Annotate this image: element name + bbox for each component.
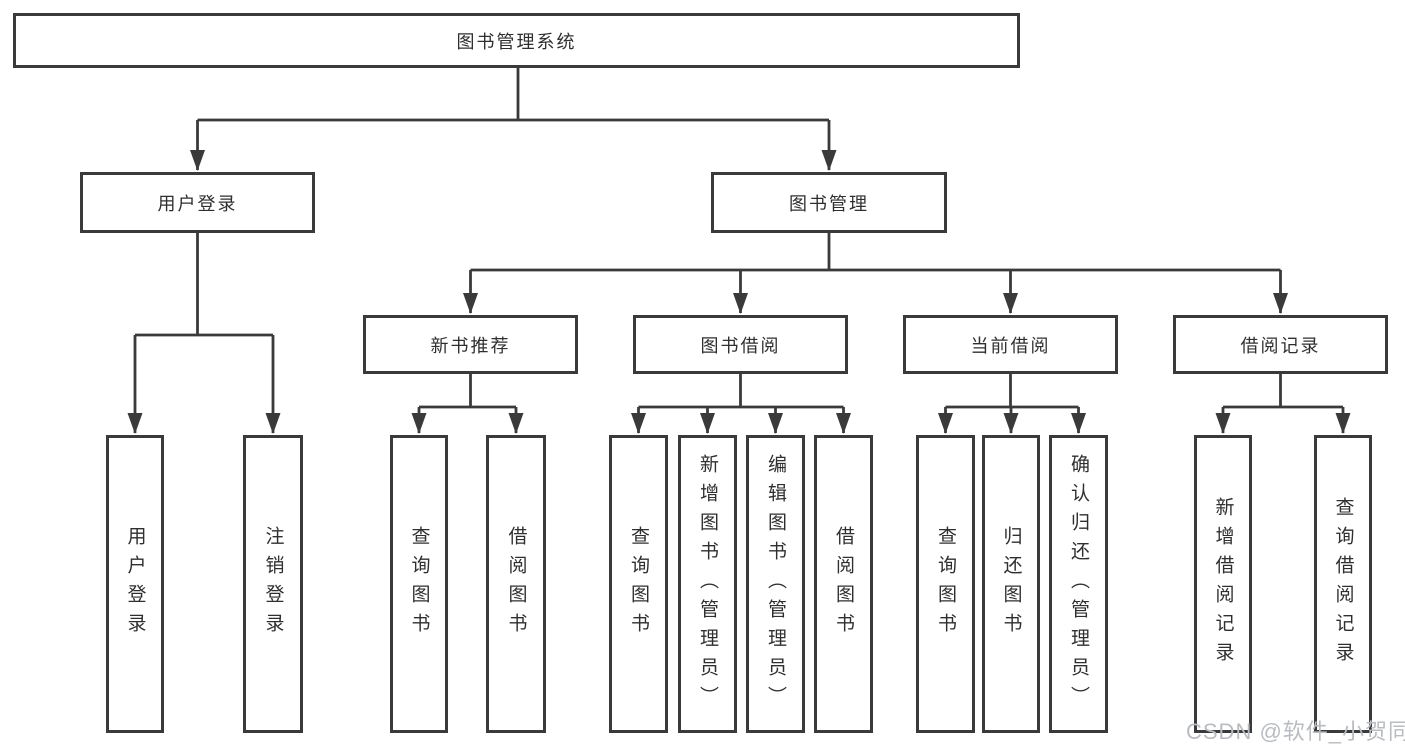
leaf-newbook-query-books-label: 查询图书 [408,526,430,642]
csdn-watermark: CSDN @软件_小贺同学 [1186,719,1405,744]
leaf-records-add-record: 新增借阅记录 [1194,435,1252,733]
connector-new-book-children [411,374,524,434]
connector-current-borrowing-children [938,374,1086,434]
node-library-system: 图书管理系统 [13,13,1020,68]
connector-borrowing-records-children [1215,374,1351,434]
leaf-user-login: 用户登录 [106,435,164,733]
leaf-current-confirm-return-admin: 确认归还（管理员） [1049,435,1108,733]
leaf-newbook-borrow-books: 借阅图书 [486,435,546,733]
leaf-newbook-borrow-books-label: 借阅图书 [505,526,527,642]
leaf-logout-label: 注销登录 [262,526,284,642]
connector-book-management-children [463,233,1288,314]
leaf-user-login-label: 用户登录 [124,526,146,642]
leaf-current-confirm-return-admin-label: 确认归还（管理员） [1068,453,1089,715]
leaf-current-return-books-label: 归还图书 [1000,526,1022,642]
leaf-borrowing-borrow-books: 借阅图书 [814,435,873,733]
leaf-borrowing-query-books-label: 查询图书 [628,526,649,642]
leaf-borrowing-add-books-admin: 新增图书（管理员） [678,435,737,733]
leaf-logout: 注销登录 [243,435,303,733]
leaf-borrowing-borrow-books-label: 借阅图书 [833,526,854,642]
leaf-current-return-books: 归还图书 [982,435,1040,733]
leaf-records-add-record-label: 新增借阅记录 [1212,497,1234,671]
leaf-borrowing-edit-books-admin: 编辑图书（管理员） [746,435,805,733]
connector-user-login-children [127,233,281,434]
node-book-management: 图书管理 [711,172,947,233]
node-book-borrowing: 图书借阅 [633,315,848,374]
node-borrowing-records: 借阅记录 [1173,315,1388,374]
leaf-current-query-books-label: 查询图书 [935,526,956,642]
connector-root-to-level2 [190,68,837,171]
leaf-newbook-query-books: 查询图书 [390,435,448,733]
leaf-borrowing-edit-books-admin-label: 编辑图书（管理员） [765,453,786,715]
node-user-login: 用户登录 [80,172,315,233]
leaf-records-query-record: 查询借阅记录 [1314,435,1372,733]
leaf-borrowing-query-books: 查询图书 [609,435,668,733]
connector-book-borrowing-children [631,374,851,434]
leaf-records-query-record-label: 查询借阅记录 [1332,497,1354,671]
node-new-book-recommendation: 新书推荐 [363,315,578,374]
node-current-borrowing: 当前借阅 [903,315,1118,374]
leaf-borrowing-add-books-admin-label: 新增图书（管理员） [697,453,718,715]
leaf-current-query-books: 查询图书 [916,435,975,733]
